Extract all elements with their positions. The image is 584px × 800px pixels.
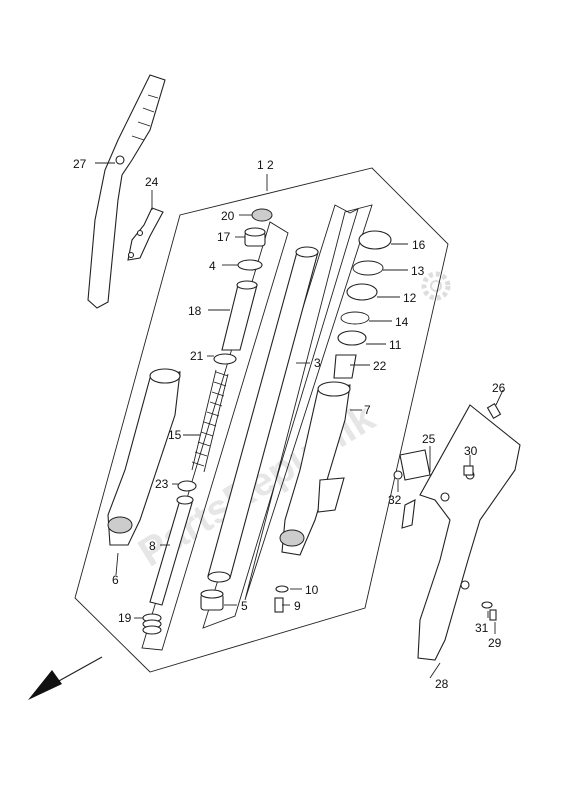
leader-lines <box>95 162 504 679</box>
label-24: 24 <box>145 175 159 189</box>
part-28-fork-guard <box>417 404 521 661</box>
label-21: 21 <box>190 349 204 363</box>
part-6-outer-tube-left <box>107 368 181 546</box>
part-32-screw <box>393 470 403 480</box>
part-31-washer <box>481 601 493 609</box>
part-25-clamp <box>399 449 431 481</box>
label-15: 15 <box>168 428 182 442</box>
inner-tube-frame <box>202 204 359 629</box>
label-31: 31 <box>475 621 489 635</box>
label-16: 16 <box>412 238 426 252</box>
part-12-oil-seal <box>346 283 378 301</box>
label-11: 11 <box>389 338 402 352</box>
label-28: 28 <box>435 677 449 691</box>
part-9-bolt <box>274 597 284 613</box>
label-12: 12 <box>403 291 417 305</box>
part-22-oil-lock <box>333 354 357 379</box>
fork-assembly-outline <box>74 167 449 673</box>
label-4: 4 <box>209 259 216 273</box>
label-5: 5 <box>241 599 248 613</box>
label-25: 25 <box>422 432 436 446</box>
part-23-ring <box>177 480 197 492</box>
label-3: 3 <box>314 356 321 370</box>
part-10-washer <box>275 585 289 593</box>
part-15-spring <box>191 369 229 473</box>
label-7: 7 <box>364 403 371 417</box>
part-16-dust-seal <box>358 230 392 250</box>
label-32: 32 <box>388 493 402 507</box>
label-27: 27 <box>73 157 87 171</box>
part-20-cap <box>251 208 273 222</box>
label-14: 14 <box>395 315 409 329</box>
part-26-bolt <box>486 403 502 419</box>
part-13-circlip <box>352 260 384 276</box>
part-4-o-ring <box>237 259 263 271</box>
label-10: 10 <box>305 583 319 597</box>
right-leg-frame <box>244 204 373 601</box>
label-22: 22 <box>373 359 387 373</box>
part-5-bush <box>200 589 224 611</box>
part-21-washer <box>213 353 237 365</box>
part-27-fork-guard <box>87 74 166 309</box>
label-23: 23 <box>155 477 169 491</box>
front-direction-arrow-icon <box>28 656 103 700</box>
label-30: 30 <box>464 444 478 458</box>
part-17-cap-bolt <box>244 227 266 247</box>
part-14-washer <box>340 311 370 325</box>
part-18-spacer <box>221 280 258 351</box>
label-8: 8 <box>149 539 156 553</box>
part-number-labels: 1 2 20 17 4 18 21 15 23 8 19 6 5 3 9 10 … <box>73 157 506 691</box>
part-11-guide-bush <box>337 330 367 346</box>
label-6: 6 <box>112 573 119 587</box>
label-19: 19 <box>118 611 132 625</box>
label-1-2: 1 2 <box>257 158 274 172</box>
label-13: 13 <box>411 264 425 278</box>
part-32-plate <box>401 499 416 529</box>
part-8-damper-rod <box>149 495 194 606</box>
part-30-nut <box>463 465 474 476</box>
part-7-outer-tube-right <box>279 381 351 556</box>
label-17: 17 <box>217 230 231 244</box>
watermark-gear-icon <box>421 271 451 301</box>
label-20: 20 <box>221 209 235 223</box>
label-29: 29 <box>488 636 502 650</box>
part-24-bracket <box>127 207 164 261</box>
label-26: 26 <box>492 381 506 395</box>
label-18: 18 <box>188 304 202 318</box>
part-3-inner-tube <box>207 246 319 583</box>
part-19-rebound-spring <box>142 613 162 635</box>
part-29-bolt <box>489 609 497 621</box>
label-9: 9 <box>294 599 301 613</box>
